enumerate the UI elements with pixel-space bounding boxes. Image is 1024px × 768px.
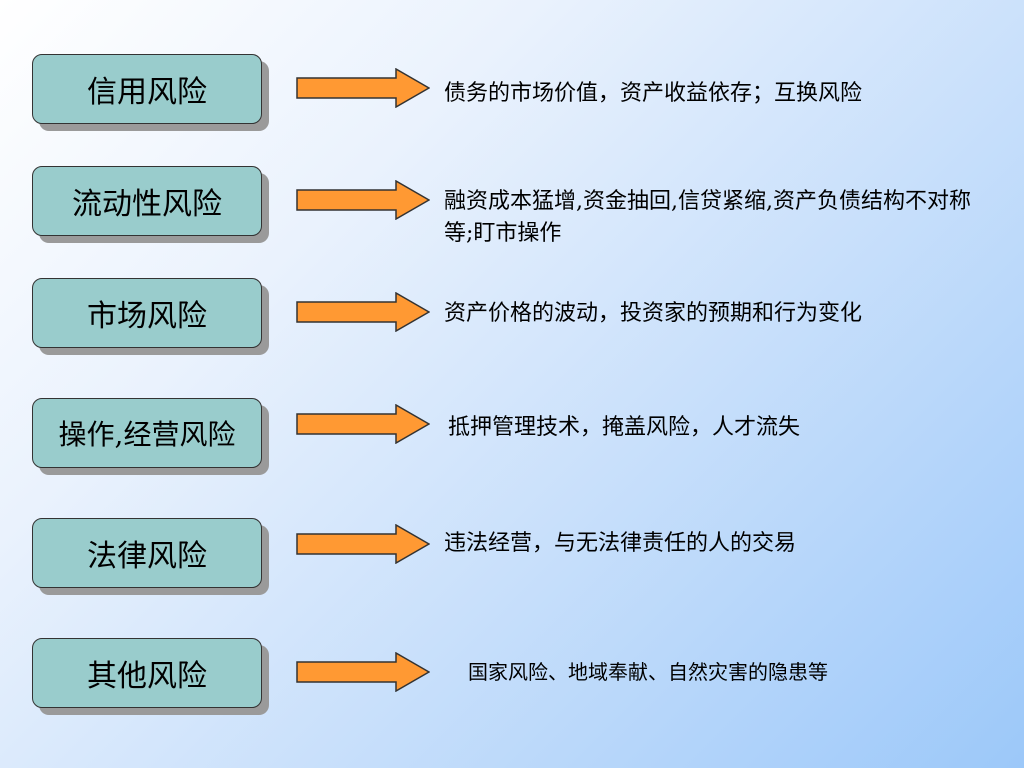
risk-description-operational: 抵押管理技术，掩盖风险，人才流失 [448, 415, 801, 440]
risk-row-liquidity: 流动性风险 融资成本猛增,资金抽回,信贷紧缩,资产负债结构不对称等;盯市操作 [0, 164, 1024, 254]
risk-description-credit: 债务的市场价值，资产收益依存；互换风险 [444, 81, 863, 106]
risk-row-credit: 信用风险 债务的市场价值，资产收益依存；互换风险 [0, 52, 1024, 142]
risk-box-legal: 法律风险 [32, 518, 262, 588]
arrow-right-icon [296, 68, 430, 108]
risk-description-liquidity: 融资成本猛增,资金抽回,信贷紧缩,资产负债结构不对称等;盯市操作 [444, 189, 971, 246]
arrow-right-icon [296, 292, 430, 332]
risk-row-operational: 操作,经营风险 抵押管理技术，掩盖风险，人才流失 [0, 396, 1024, 486]
risk-label-operational: 操作,经营风险 [58, 418, 236, 451]
risk-box-other: 其他风险 [32, 638, 262, 708]
risk-row-market: 市场风险 资产价格的波动，投资家的预期和行为变化 [0, 276, 1024, 366]
risk-box-market: 市场风险 [32, 278, 262, 348]
arrow-right-icon [296, 404, 430, 444]
risk-label-market: 市场风险 [87, 299, 207, 334]
risk-box-liquidity: 流动性风险 [32, 166, 262, 236]
risk-description-legal: 违法经营，与无法律责任的人的交易 [444, 531, 797, 556]
risk-description-market: 资产价格的波动，投资家的预期和行为变化 [444, 301, 863, 326]
arrow-right-icon [296, 180, 430, 220]
risk-label-other: 其他风险 [87, 659, 207, 694]
risk-row-other: 其他风险 国家风险、地域奉献、自然灾害的隐患等 [0, 636, 1024, 726]
risk-label-liquidity: 流动性风险 [72, 187, 222, 222]
risk-label-credit: 信用风险 [87, 75, 207, 110]
risk-row-legal: 法律风险 违法经营，与无法律责任的人的交易 [0, 516, 1024, 606]
arrow-right-icon [296, 652, 430, 692]
risk-label-legal: 法律风险 [87, 539, 207, 574]
risk-box-operational: 操作,经营风险 [32, 398, 262, 468]
risk-box-credit: 信用风险 [32, 54, 262, 124]
arrow-right-icon [296, 524, 430, 564]
risk-description-other: 国家风险、地域奉献、自然灾害的隐患等 [468, 660, 828, 684]
